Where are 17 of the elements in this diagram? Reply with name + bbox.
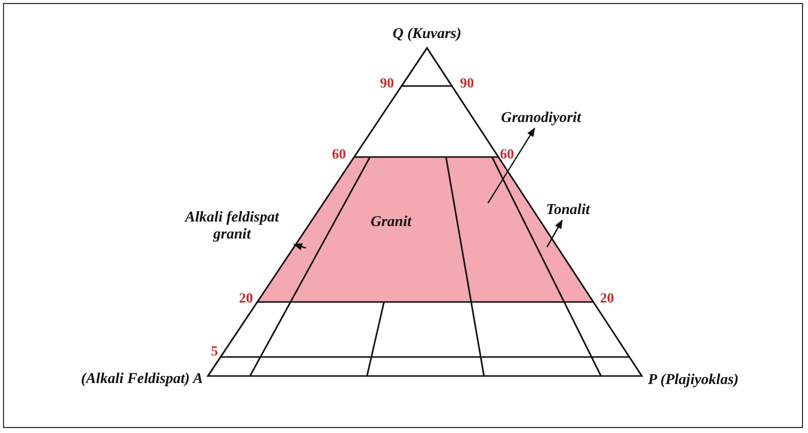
field-label: (Alkali Feldispat) A xyxy=(81,370,203,388)
percentage-label: 60 xyxy=(500,147,514,163)
leader-arrow xyxy=(293,243,306,250)
percentage-label: 20 xyxy=(600,291,614,307)
percentage-label: 5 xyxy=(211,344,218,360)
percentage-label: 20 xyxy=(239,291,253,307)
percentage-label: 90 xyxy=(460,76,474,92)
percentage-label: 90 xyxy=(380,76,394,92)
leader-arrow xyxy=(546,219,563,248)
field-label: Q (Kuvars) xyxy=(392,26,462,42)
rock-name-label: Granodiyorit xyxy=(501,110,581,126)
leader-arrow xyxy=(487,127,536,204)
rock-name-label: Alkali feldispat granit xyxy=(172,210,292,242)
percentage-label: 60 xyxy=(332,147,346,163)
field-label: Granit xyxy=(370,214,412,230)
rock-name-label: Tonalit xyxy=(546,202,590,218)
field-label: P (Plajiyoklas) xyxy=(648,372,739,388)
